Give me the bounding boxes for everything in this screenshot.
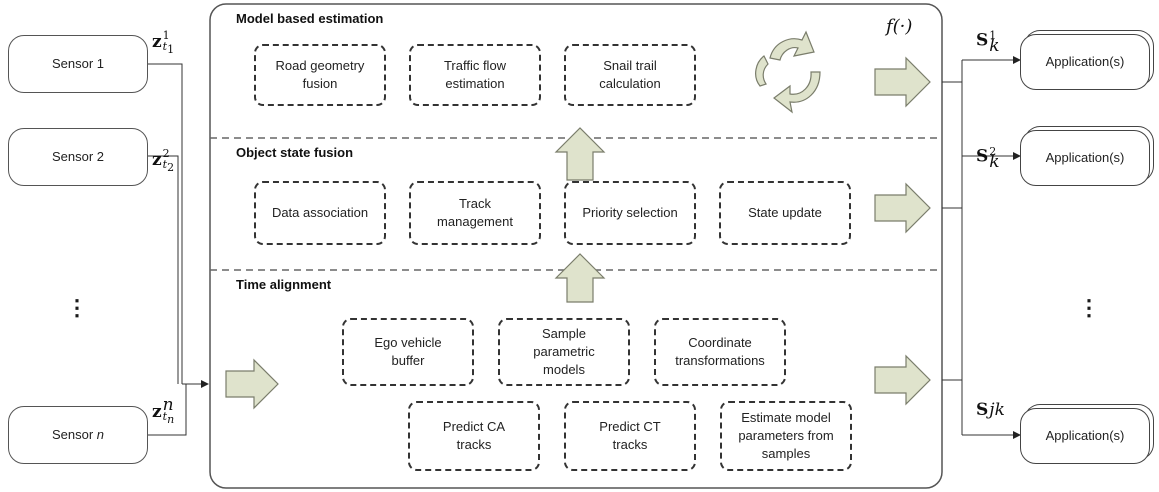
object-state-fusion-title: Object state fusion bbox=[236, 145, 354, 160]
sensor-n-label: Sensor n bbox=[51, 427, 105, 442]
sensor-n-box: Sensor n bbox=[8, 406, 148, 464]
sensor-1-label: Sensor 1 bbox=[51, 56, 105, 71]
sensor-1-box: Sensor 1 bbox=[8, 35, 148, 93]
model-based-estimation-title: Model based estimation bbox=[236, 11, 384, 26]
alignment-to-fusion-block-arrow bbox=[554, 253, 606, 303]
application-ellipsis: ⋮ bbox=[1078, 295, 1100, 320]
sensor-bus bbox=[148, 63, 209, 436]
state-update-box: State update bbox=[719, 181, 851, 245]
road-geometry-fusion-box: Road geometry fusion bbox=[254, 44, 386, 106]
model-output-block-arrow bbox=[874, 56, 931, 108]
ego-vehicle-buffer-box: Ego vehicle buffer bbox=[342, 318, 474, 386]
coordinate-transformations-box: Coordinate transformations bbox=[654, 318, 786, 386]
priority-selection-box: Priority selection bbox=[564, 181, 696, 245]
input-block-arrow bbox=[225, 358, 279, 410]
iteration-cycle-icon bbox=[755, 30, 821, 114]
block-arrows bbox=[225, 56, 931, 410]
sensor-2-box: Sensor 2 bbox=[8, 128, 148, 186]
snail-trail-calculation-box: Snail trail calculation bbox=[564, 44, 696, 106]
sensor-ellipsis: ⋮ bbox=[66, 295, 88, 320]
time-alignment-title: Time alignment bbox=[236, 277, 332, 292]
traffic-flow-estimation-box: Traffic flow estimation bbox=[409, 44, 541, 106]
fusion-to-model-block-arrow bbox=[554, 127, 606, 181]
output-label-j: Sjk bbox=[976, 400, 1005, 420]
output-bus bbox=[942, 56, 1021, 439]
predict-ca-tracks-box: Predict CA tracks bbox=[408, 401, 540, 471]
application-box-2: Application(s) bbox=[1020, 130, 1150, 186]
application-box-j: Application(s) bbox=[1020, 408, 1150, 464]
sample-parametric-models-box: Sample parametric models bbox=[498, 318, 630, 386]
estimate-model-parameters-box: Estimate model parameters from samples bbox=[720, 401, 852, 471]
track-management-box: Track management bbox=[409, 181, 541, 245]
function-label: f(·) bbox=[886, 16, 913, 37]
sensor-2-label: Sensor 2 bbox=[51, 149, 105, 164]
alignment-output-block-arrow bbox=[874, 354, 931, 406]
application-box-1: Application(s) bbox=[1020, 34, 1150, 90]
data-association-box: Data association bbox=[254, 181, 386, 245]
predict-ct-tracks-box: Predict CT tracks bbox=[564, 401, 696, 471]
fusion-output-block-arrow bbox=[874, 182, 931, 234]
